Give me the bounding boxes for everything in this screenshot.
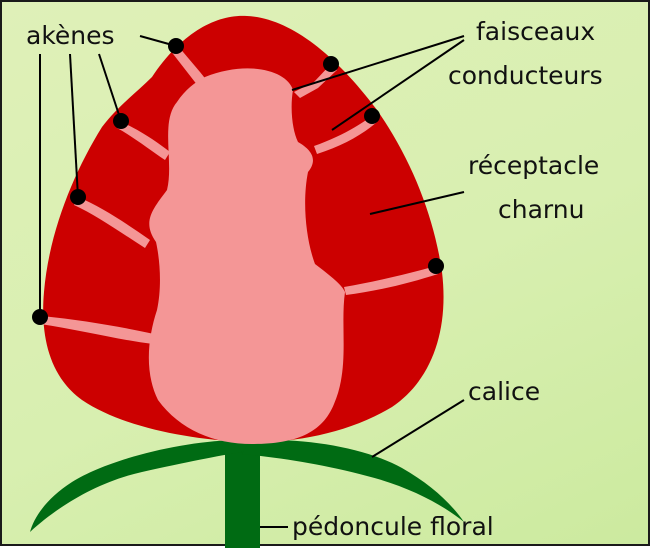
seed-5 <box>323 56 339 72</box>
seed-2 <box>113 113 129 129</box>
seed-4 <box>32 309 48 325</box>
label-receptacle-line1: réceptacle <box>468 151 599 180</box>
leader-akenes-2 <box>99 54 121 121</box>
seed-7 <box>428 258 444 274</box>
seed-1 <box>168 38 184 54</box>
label-pedoncule: pédoncule floral <box>292 512 494 541</box>
label-receptacle-line2: charnu <box>498 195 584 224</box>
label-faisceaux-line1: faisceaux <box>476 17 595 46</box>
sepal-right <box>242 440 464 522</box>
seed-3 <box>70 189 86 205</box>
seed-6 <box>364 108 380 124</box>
label-akenes: akènes <box>26 21 115 50</box>
label-faisceaux-line2: conducteurs <box>448 61 603 90</box>
label-calice: calice <box>468 377 540 406</box>
leader-akenes-3 <box>70 54 78 197</box>
sepal-left <box>30 440 242 532</box>
